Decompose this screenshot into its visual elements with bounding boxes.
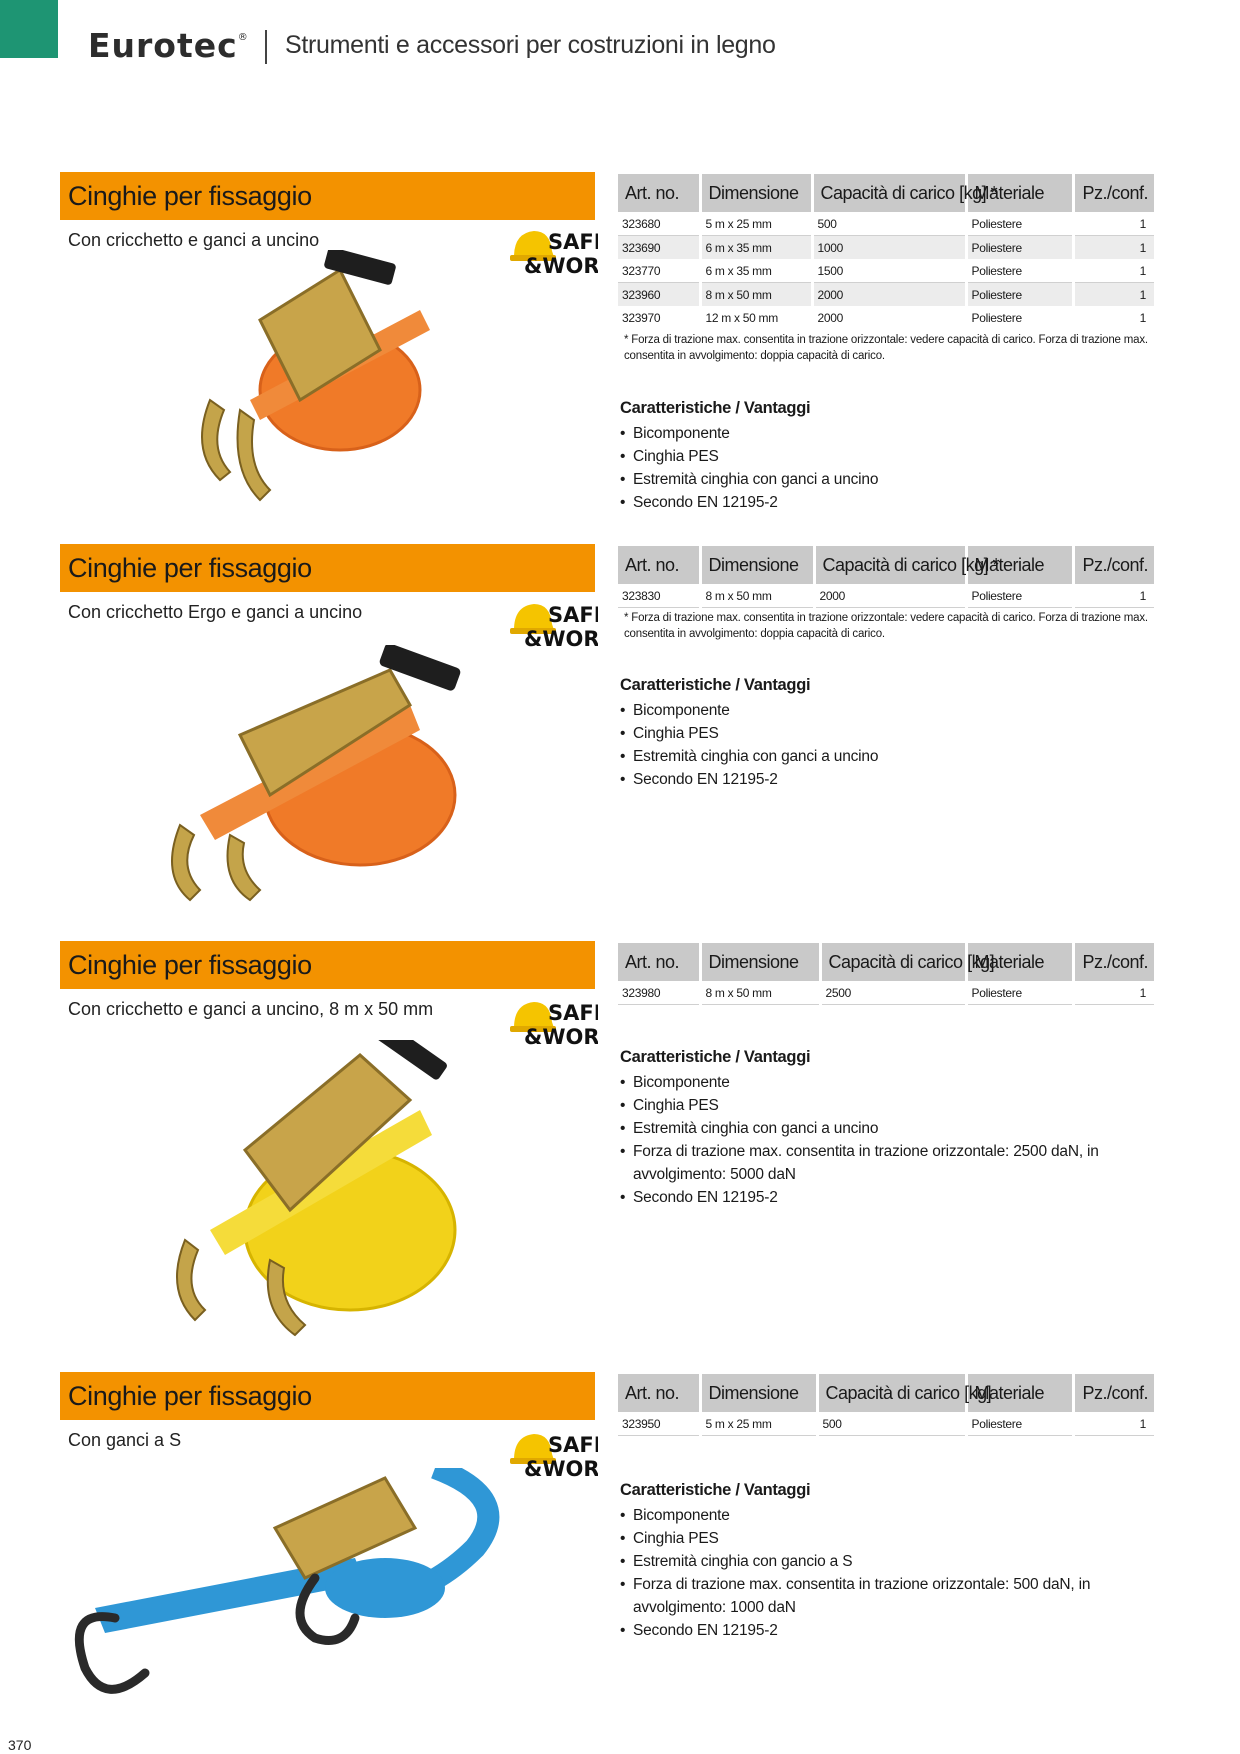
table-footnote: * Forza di trazione max. consentita in t… (624, 334, 1148, 362)
header-divider (265, 30, 267, 64)
safe-work-badge: SAFE &WORK (510, 603, 598, 651)
page-header-title: Strumenti e accessori per costruzioni in… (285, 31, 776, 59)
svg-text:SAFE: SAFE (548, 1001, 598, 1025)
list-item: Secondo EN 12195-2 (620, 1619, 1160, 1642)
page-number: 370 (8, 1737, 32, 1753)
svg-text:&WORK: &WORK (524, 1025, 598, 1049)
features-list: Bicomponente Cinghia PES Estremità cingh… (620, 422, 1160, 514)
safe-work-badge: SAFE &WORK (510, 1433, 598, 1481)
svg-text:&WORK: &WORK (524, 627, 598, 651)
safe-work-badge: SAFE &WORK (510, 230, 598, 278)
article-table: Art. no. Dimensione Capacità di carico [… (618, 1374, 1154, 1436)
features-heading: Caratteristiche / Vantaggi (620, 676, 811, 694)
section-subtitle: Con cricchetto e ganci a uncino (68, 230, 320, 250)
section-subtitle: Con cricchetto e ganci a uncino, 8 m x 5… (68, 999, 434, 1019)
list-item: Bicomponente (620, 699, 1160, 722)
brand-logo: Eurotec® (88, 26, 249, 65)
list-item: Cinghia PES (620, 1527, 1160, 1550)
list-item: Estremità cinghia con ganci a uncino (620, 468, 1160, 491)
ratchet-strap-blue-photo (74, 1468, 500, 1694)
list-item: Bicomponente (620, 1071, 1160, 1094)
section-subtitle: Con ganci a S (68, 1430, 182, 1450)
section-title: Cinghie per fissaggio (60, 172, 595, 220)
chapter-tab (0, 0, 58, 58)
list-item: Estremità cinghia con ganci a uncino (620, 745, 1160, 768)
section-title: Cinghie per fissaggio (60, 1372, 595, 1420)
section-title: Cinghie per fissaggio (60, 941, 595, 989)
list-item: Forza di trazione max. consentita in tra… (620, 1140, 1160, 1186)
list-item: Secondo EN 12195-2 (620, 1186, 1160, 1209)
table-header-row: Art. no. Dimensione Capacità di carico [… (618, 546, 1154, 584)
table-footnote: * Forza di trazione max. consentita in t… (624, 612, 1148, 640)
svg-text:SAFE: SAFE (548, 1433, 598, 1457)
features-heading: Caratteristiche / Vantaggi (620, 1481, 811, 1499)
svg-text:&WORK: &WORK (524, 1457, 598, 1481)
features-list: Bicomponente Cinghia PES Estremità cingh… (620, 1504, 1160, 1642)
features-heading: Caratteristiche / Vantaggi (620, 1048, 811, 1066)
list-item: Secondo EN 12195-2 (620, 768, 1160, 791)
safe-work-badge: SAFE &WORK (510, 1001, 598, 1049)
table-header-row: Art. no. Dimensione Capacità di carico [… (618, 1374, 1154, 1412)
features-list: Bicomponente Cinghia PES Estremità cingh… (620, 1071, 1160, 1209)
section-title: Cinghie per fissaggio (60, 544, 595, 592)
article-table: Art. no. Dimensione Capacità di carico [… (618, 174, 1154, 329)
list-item: Bicomponente (620, 1504, 1160, 1527)
ratchet-strap-orange-photo (201, 250, 430, 502)
list-item: Bicomponente (620, 422, 1160, 445)
ratchet-strap-ergo-photo (171, 645, 461, 902)
table-header-row: Art. no. Dimensione Capacità di carico [… (618, 174, 1154, 212)
list-item: Estremità cinghia con ganci a uncino (620, 1117, 1160, 1140)
list-item: Secondo EN 12195-2 (620, 491, 1160, 514)
svg-text:SAFE: SAFE (548, 603, 598, 627)
list-item: Estremità cinghia con gancio a S (620, 1550, 1160, 1573)
list-item: Cinghia PES (620, 1094, 1160, 1117)
list-item: Forza di trazione max. consentita in tra… (620, 1573, 1160, 1619)
features-list: Bicomponente Cinghia PES Estremità cingh… (620, 699, 1160, 791)
ratchet-strap-yellow-photo (176, 1040, 457, 1337)
list-item: Cinghia PES (620, 722, 1160, 745)
article-table: Art. no. Dimensione Capacità di carico [… (618, 943, 1154, 1005)
section-subtitle: Con cricchetto Ergo e ganci a uncino (68, 602, 363, 622)
list-item: Cinghia PES (620, 445, 1160, 468)
article-table: Art. no. Dimensione Capacità di carico [… (618, 546, 1154, 608)
features-heading: Caratteristiche / Vantaggi (620, 399, 811, 417)
svg-text:&WORK: &WORK (524, 254, 598, 278)
table-header-row: Art. no. Dimensione Capacità di carico [… (618, 943, 1154, 981)
svg-text:SAFE: SAFE (548, 230, 598, 254)
